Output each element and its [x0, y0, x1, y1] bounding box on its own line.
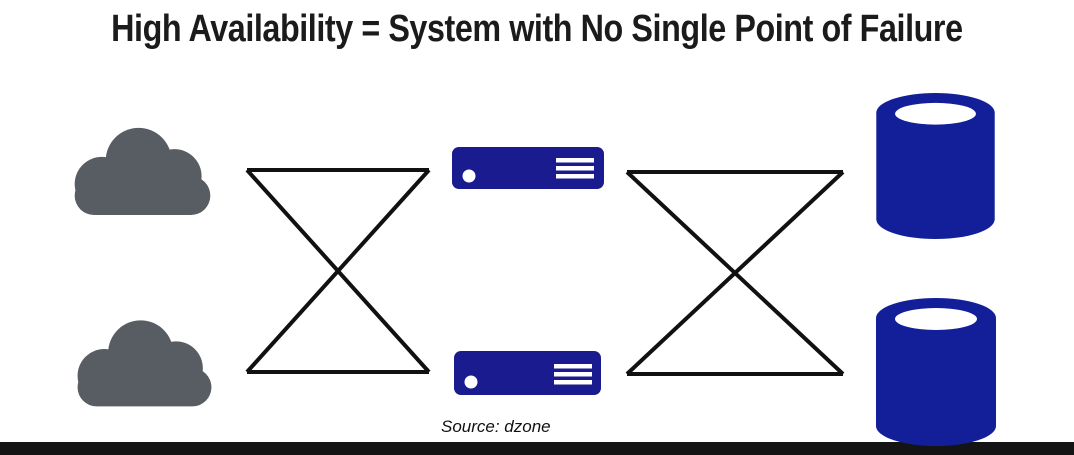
server-icon [454, 351, 601, 395]
bottom-bar [0, 442, 1074, 455]
database-icon [876, 298, 996, 446]
crossed-connection-lines-right [625, 170, 845, 376]
power-led-icon [464, 375, 478, 389]
cloud-shape [77, 320, 212, 407]
connection-line-path [625, 170, 845, 376]
page-title: High Availability = System with No Singl… [0, 8, 1074, 51]
cloud-icon [77, 320, 212, 407]
database-opening [895, 102, 976, 125]
crossed-connection-lines-left [245, 168, 431, 374]
page-title-text: High Availability = System with No Singl… [111, 8, 963, 50]
database-opening [895, 308, 977, 330]
vent-stripes-icon [554, 364, 592, 385]
cloud-icon [74, 127, 211, 215]
source-caption: Source: dzone [441, 417, 551, 436]
power-led-icon [462, 169, 476, 183]
server-icon [452, 147, 604, 189]
cloud-shape [74, 127, 211, 215]
vent-stripes-icon [556, 158, 594, 179]
connection-line-path [245, 168, 431, 374]
database-icon [876, 93, 995, 240]
